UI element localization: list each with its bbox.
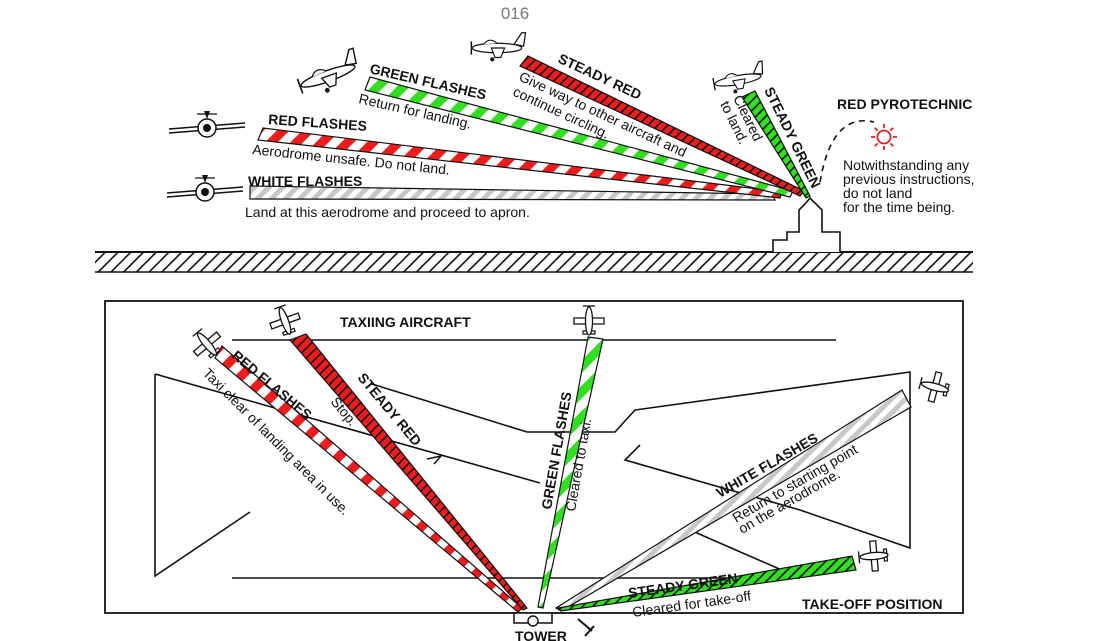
stop-marker — [426, 454, 444, 465]
label-takeoff-position: TAKE-OFF POSITION — [802, 596, 943, 612]
label-taxiing-aircraft: TAXIING AIRCRAFT — [340, 314, 471, 330]
pyrotechnic-trajectory — [819, 120, 875, 183]
aircraft-steady-red-icon — [470, 32, 527, 63]
ground-signals-panel: TOWER TAXIING AIRCRAFT RED FLASHES Taxi … — [104, 300, 964, 641]
label-white-flashes: WHITE FLASHES — [248, 173, 362, 189]
ground-beam-steady-red — [288, 333, 528, 611]
tower-light — [527, 615, 539, 627]
beam-steady-green — [741, 90, 811, 199]
aircraft-white-flashes-icon — [166, 174, 244, 202]
aircraft-steady-green-icon — [710, 60, 768, 98]
desc-red-pyrotechnic-line3: do not land — [843, 185, 912, 201]
beam-red-flashes — [257, 127, 783, 199]
aircraft-green-flashes-icon — [293, 47, 366, 102]
label-red-flashes: RED FLASHES — [268, 111, 368, 134]
beam-green-flashes — [364, 76, 794, 198]
desc-red-pyrotechnic-line1: Notwithstanding any — [843, 157, 969, 173]
flight-signals-panel: WHITE FLASHES Land at this aerodrome and… — [95, 32, 975, 273]
desc-red-pyrotechnic-line4: for the time being. — [843, 199, 955, 215]
beam-white-flashes — [249, 185, 776, 201]
signal-lamp-icon — [577, 618, 595, 637]
label-tower: TOWER — [515, 628, 567, 641]
red-pyrotechnic-icon — [871, 124, 897, 150]
ground-strip — [95, 252, 973, 272]
control-tower — [772, 196, 841, 252]
ground-beam-steady-green — [556, 555, 857, 612]
desc-white-flashes: Land at this aerodrome and proceed to ap… — [245, 204, 530, 220]
beam-steady-red — [519, 55, 805, 197]
ground-beam-green-flashes — [537, 336, 604, 609]
page-number: 016 — [501, 4, 529, 23]
label-red-pyrotechnic: RED PYROTECHNIC — [837, 96, 972, 112]
aircraft-red-flashes-icon — [168, 110, 246, 138]
runway-outline — [154, 339, 911, 579]
desc-red-pyrotechnic-line2: previous instructions, — [843, 171, 975, 187]
